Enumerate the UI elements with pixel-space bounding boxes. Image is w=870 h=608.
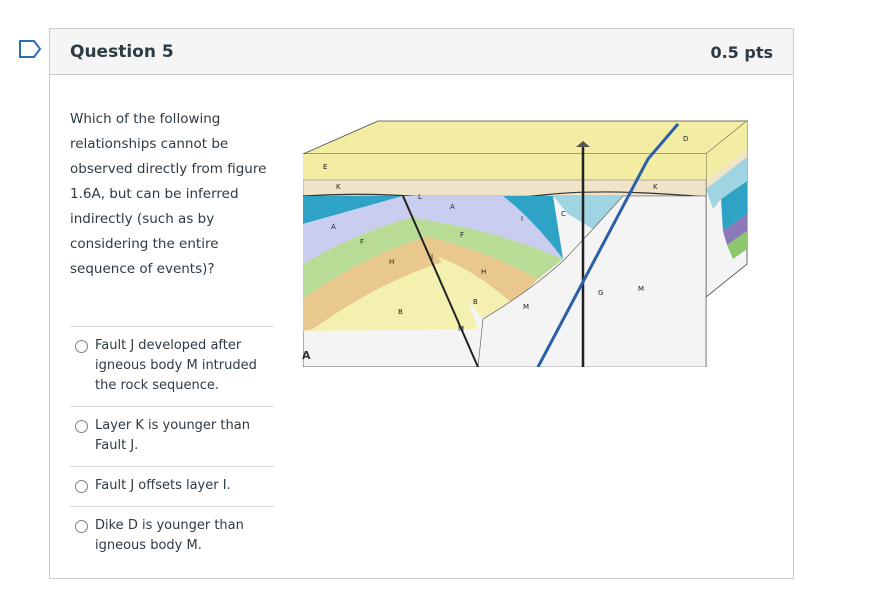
label-l: L (418, 193, 422, 201)
label-c: C (561, 210, 566, 218)
label-a-right: A (450, 203, 455, 211)
radio-button[interactable] (75, 520, 88, 533)
label-m: M (523, 303, 529, 311)
block-top-surface (303, 120, 749, 155)
label-m-right: M (638, 285, 644, 293)
label-i: I (521, 215, 523, 223)
answer-label: Dike D is younger than igneous body M. (95, 518, 244, 553)
label-b-right: B (473, 298, 478, 306)
layer-a (303, 196, 425, 264)
radio-button[interactable] (75, 340, 88, 353)
question-card: Question 5 0.5 pts Which of the followin… (49, 28, 794, 579)
label-g: G (598, 289, 603, 297)
question-text: Which of the following relationships can… (70, 111, 267, 277)
layer-h (303, 234, 453, 331)
fault-j (402, 195, 479, 367)
question-title: Question 5 (70, 42, 174, 62)
label-e: E (323, 163, 327, 171)
layer-e (303, 154, 706, 180)
answer-option-3[interactable]: Fault J offsets layer I. (70, 466, 274, 506)
label-k: K (336, 183, 341, 191)
dike-d (536, 123, 680, 367)
label-b: B (398, 308, 403, 316)
label-h: H (389, 258, 394, 266)
label-f: F (360, 238, 364, 246)
layer-b (303, 259, 478, 331)
radio-button[interactable] (75, 480, 88, 493)
layer-k (303, 179, 707, 197)
figure-panel-label: A (302, 349, 311, 362)
answer-label: Fault J developed after igneous body M i… (95, 338, 257, 393)
label-a: A (331, 223, 336, 231)
answer-label: Layer K is younger than Fault J. (95, 418, 250, 453)
label-k-right: K (653, 183, 658, 191)
layer-f (303, 214, 438, 299)
answer-label: Fault J offsets layer I. (95, 478, 231, 493)
answer-list: Fault J developed after igneous body M i… (70, 326, 274, 566)
answer-option-1[interactable]: Fault J developed after igneous body M i… (70, 326, 274, 406)
label-j: J (430, 253, 433, 261)
radio-button[interactable] (75, 420, 88, 433)
label-f-right: F (460, 231, 464, 239)
geologic-block-diagram: E K K L A A F F H H B B J I C M M M G D (303, 120, 749, 367)
question-points: 0.5 pts (710, 43, 773, 62)
label-h-right: H (481, 268, 486, 276)
label-d: D (683, 135, 688, 143)
igneous-body-m (477, 195, 707, 367)
label-m-bottom: M (458, 325, 464, 333)
flag-icon[interactable] (18, 40, 42, 58)
answer-option-4[interactable]: Dike D is younger than igneous body M. (70, 506, 274, 566)
answer-option-2[interactable]: Layer K is younger than Fault J. (70, 406, 274, 466)
question-header: Question 5 0.5 pts (50, 29, 793, 75)
